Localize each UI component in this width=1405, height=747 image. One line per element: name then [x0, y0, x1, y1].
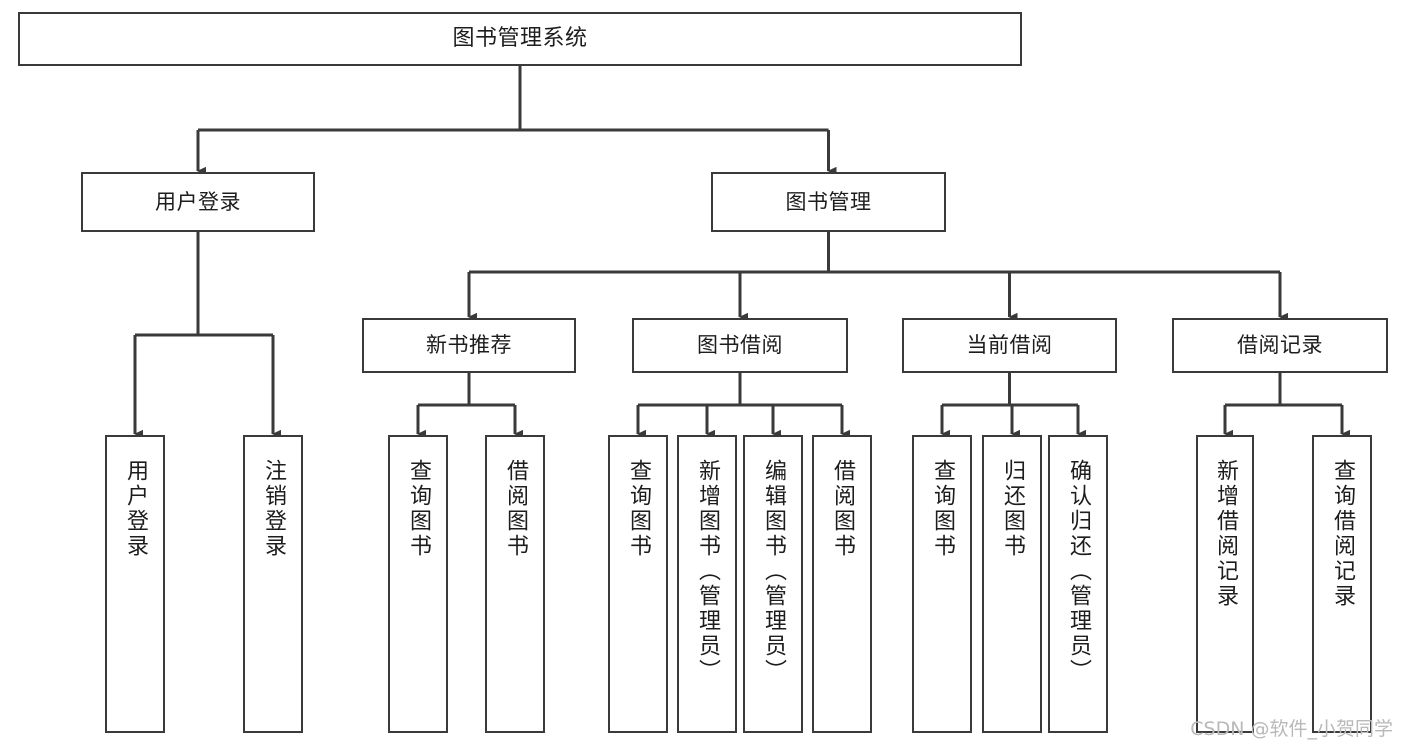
- node-records[interactable]: 借阅记录: [1172, 318, 1388, 373]
- node-label: 查询图书: [930, 459, 955, 559]
- node-label: 借阅图书: [830, 459, 855, 559]
- node-label: 新增借阅记录: [1213, 459, 1238, 609]
- node-label: 确认归还（管理员）: [1066, 459, 1091, 684]
- node-label: 注销登录: [261, 459, 286, 559]
- node-l1[interactable]: 用户登录: [105, 435, 165, 733]
- node-label: 用户登录: [123, 459, 148, 559]
- node-newbook[interactable]: 新书推荐: [362, 318, 576, 373]
- node-label: 归还图书: [1000, 459, 1025, 559]
- node-borrow[interactable]: 图书借阅: [632, 318, 848, 373]
- node-label: 图书管理系统: [452, 26, 588, 52]
- node-label: 当前借阅: [966, 333, 1053, 358]
- node-l4[interactable]: 借阅图书: [485, 435, 545, 733]
- node-label: 查询借阅记录: [1330, 459, 1355, 609]
- node-l3[interactable]: 查询图书: [388, 435, 448, 733]
- node-l7[interactable]: 编辑图书（管理员）: [743, 435, 803, 733]
- node-l5[interactable]: 查询图书: [608, 435, 668, 733]
- node-label: 新增图书（管理员）: [695, 459, 720, 684]
- node-l11[interactable]: 确认归还（管理员）: [1048, 435, 1108, 733]
- node-root[interactable]: 图书管理系统: [18, 12, 1022, 66]
- node-label: 借阅图书: [503, 459, 528, 559]
- node-label: 新书推荐: [426, 333, 512, 358]
- node-label: 查询图书: [626, 459, 651, 559]
- node-l10[interactable]: 归还图书: [982, 435, 1042, 733]
- node-label: 图书借阅: [697, 333, 783, 358]
- node-label: 编辑图书（管理员）: [761, 459, 786, 684]
- node-l13[interactable]: 查询借阅记录: [1312, 435, 1372, 733]
- node-l6[interactable]: 新增图书（管理员）: [677, 435, 737, 733]
- node-current[interactable]: 当前借阅: [902, 318, 1117, 373]
- node-l12[interactable]: 新增借阅记录: [1196, 435, 1254, 733]
- node-label: 查询图书: [406, 459, 431, 559]
- watermark-label: CSDN @软件_小贺同学: [1190, 718, 1393, 740]
- node-bookmgmt[interactable]: 图书管理: [711, 172, 946, 232]
- node-label: 图书管理: [785, 189, 872, 214]
- node-l9[interactable]: 查询图书: [912, 435, 972, 733]
- node-l2[interactable]: 注销登录: [243, 435, 303, 733]
- node-label: 借阅记录: [1237, 333, 1323, 358]
- node-l8[interactable]: 借阅图书: [812, 435, 872, 733]
- node-label: 用户登录: [155, 189, 241, 214]
- node-login[interactable]: 用户登录: [81, 172, 315, 232]
